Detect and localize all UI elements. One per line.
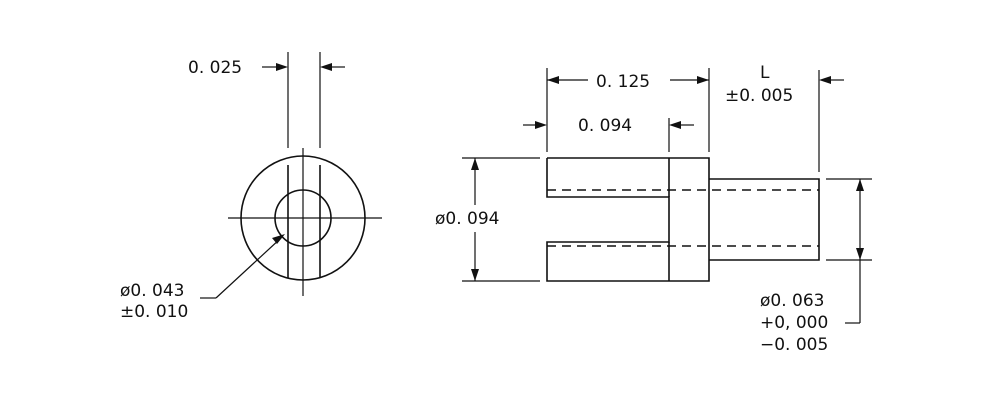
length-tolerance-label: ±0. 005 xyxy=(725,86,793,106)
body-diameter-label: ø0. 094 xyxy=(435,209,499,229)
l-arrow xyxy=(819,76,831,84)
length-l-label: L xyxy=(760,63,770,83)
slot-depth-arrow-left xyxy=(535,121,547,129)
hole-leader-arrow xyxy=(272,234,285,244)
length-arrow-right xyxy=(697,76,709,84)
pin-tolerance-plus-label: +0, 000 xyxy=(760,313,828,333)
pin-diameter-label: ø0. 063 xyxy=(760,291,824,311)
slot-arrow-right xyxy=(320,63,332,71)
slot-width-label: 0. 025 xyxy=(188,58,242,78)
body-outline xyxy=(546,157,710,282)
hole-diameter-label: ø0. 043 xyxy=(120,281,184,301)
body-diameter-arrow-bottom xyxy=(471,269,479,281)
overall-length-label: 0. 125 xyxy=(596,72,650,92)
pin-tolerance-minus-label: −0. 005 xyxy=(760,335,828,355)
side-view: 0. 125 0. 094 L ±0. 005 ø0. 094 ø0. 063 … xyxy=(435,63,872,355)
hole-leader-line xyxy=(215,237,282,299)
slot-arrow-left xyxy=(276,63,288,71)
body-diameter-arrow-top xyxy=(471,158,479,170)
pin-outline xyxy=(709,178,820,261)
pin-diameter-arrow-bottom xyxy=(856,248,864,260)
end-view: 0. 025 ø0. 043 ±0. 010 xyxy=(120,52,382,322)
hole-tolerance-label: ±0. 010 xyxy=(120,302,188,322)
slot-depth-label: 0. 094 xyxy=(578,116,632,136)
pin-diameter-arrow-top xyxy=(856,179,864,191)
length-arrow-left xyxy=(547,76,559,84)
slot-depth-arrow-right xyxy=(669,121,681,129)
